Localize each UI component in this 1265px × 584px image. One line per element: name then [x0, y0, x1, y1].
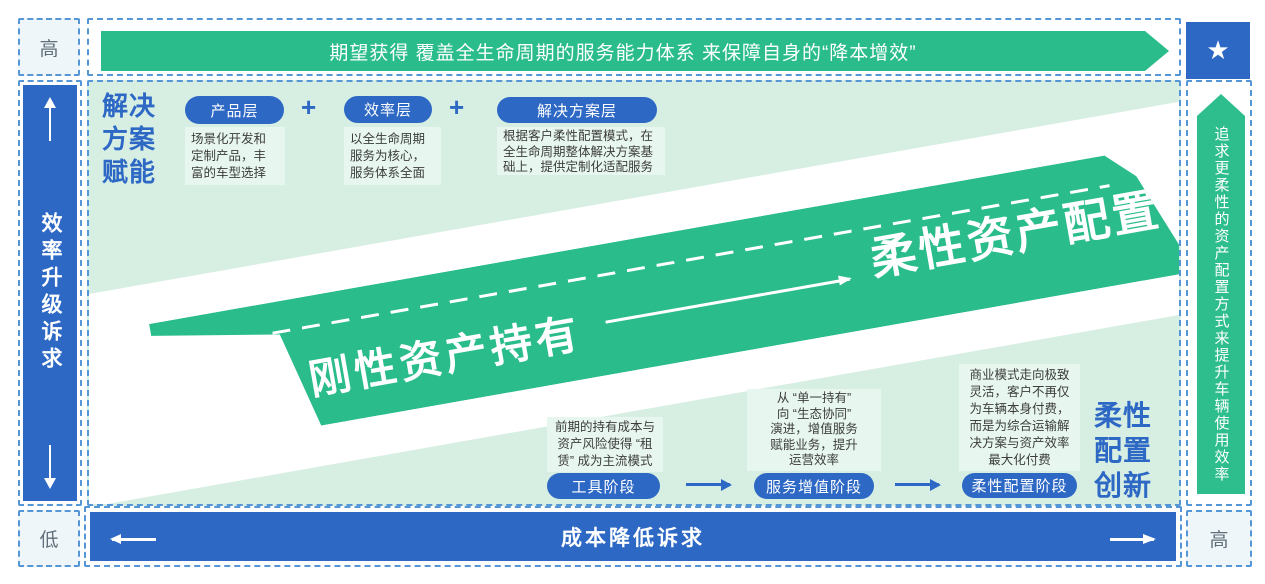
arrow-down-icon — [48, 445, 52, 487]
pill-stage-service: 服务增值阶段 — [754, 473, 874, 499]
stage-arrow-icon-2 — [895, 483, 939, 486]
ribbon-arrow-icon — [605, 278, 850, 324]
desc-stage-tool: 前期的持有成本与 资产风险使得 “租 赁” 成为主流模式 — [547, 417, 663, 472]
pill-efficiency-layer: 效率层 — [344, 96, 432, 123]
solution-title: 解决 方案 赋能 — [102, 91, 157, 187]
left-axis-text: 效率升级诉求 — [39, 212, 62, 374]
desc-solution-layer: 根据客户柔性配置模式，在 全生命周期整体解决方案基 础上，提供定制化适配服务 — [497, 127, 665, 175]
top-banner-box: 期望获得 覆盖全生命周期的服务能力体系 来保障自身的“降本增效” — [87, 18, 1181, 76]
plus-icon-1: + — [301, 92, 317, 122]
top-banner-text: 期望获得 覆盖全生命周期的服务能力体系 来保障自身的“降本增效” — [329, 42, 917, 64]
right-axis-text: 追求更柔性的资产配置方式来提升车辆使用效率 — [1212, 126, 1230, 483]
pill-solution-layer-label: 解决方案层 — [536, 102, 617, 120]
pill-stage-tool-label: 工具阶段 — [571, 478, 636, 496]
arrow-left-icon — [112, 538, 156, 541]
arrow-right-icon — [1110, 538, 1154, 541]
label-high-2: 高 — [1209, 530, 1229, 551]
bottom-axis-box: 成本降低诉求 — [84, 506, 1182, 567]
axis-label-high-top-left: 高 — [18, 18, 80, 76]
right-axis-box: 追求更柔性的资产配置方式来提升车辆使用效率 — [1186, 80, 1252, 506]
desc-efficiency-layer: 以全生命周期 服务为核心， 服务体系全面 — [344, 127, 441, 185]
plus-icon-2: + — [449, 92, 465, 122]
pill-efficiency-layer-label: 效率层 — [363, 102, 412, 119]
left-axis-box: 效率升级诉求 — [18, 80, 82, 506]
pill-product-layer: 产品层 — [185, 96, 284, 124]
pill-solution-layer: 解决方案层 — [497, 97, 657, 123]
pill-stage-flexible-label: 柔性配置阶段 — [971, 478, 1068, 495]
desc-stage-service: 从 “单一持有” 向 “生态协同” 演进，增值服务 赋能业务，提升 运营效率 — [747, 389, 881, 471]
desc-product-layer: 场景化开发和 定制产品，丰 富的车型选择 — [185, 127, 285, 185]
pill-stage-tool: 工具阶段 — [547, 473, 660, 499]
pill-stage-service-label: 服务增值阶段 — [765, 478, 862, 496]
desc-stage-flexible: 商业模式走向极致 灵活，客户不再仅 为车辆本身付费， 而是为综合运输解 决方案与… — [959, 364, 1080, 471]
label-low: 低 — [39, 530, 59, 551]
left-axis-bar: 效率升级诉求 — [23, 85, 77, 501]
star-icon: ★ — [1206, 35, 1230, 65]
top-banner-arrow: 期望获得 覆盖全生命周期的服务能力体系 来保障自身的“降本增效” — [101, 31, 1169, 71]
arrow-up-icon — [48, 99, 52, 141]
pill-stage-flexible: 柔性配置阶段 — [962, 473, 1077, 498]
innovation-title: 柔性 配置 创新 — [1094, 400, 1153, 501]
star-box: ★ — [1186, 22, 1250, 79]
main-panel: 刚性资产持有 柔性资产配置 解决 方案 赋能 产品层 场景化开发和 定制产品，丰… — [87, 80, 1181, 506]
axis-label-low-bottom-left: 低 — [18, 510, 80, 567]
stage-arrow-icon-1 — [686, 483, 730, 486]
right-axis-bar: 追求更柔性的资产配置方式来提升车辆使用效率 — [1197, 94, 1245, 494]
label-high: 高 — [39, 38, 59, 60]
bottom-axis-bar: 成本降低诉求 — [90, 512, 1176, 561]
ribbon-flexible-text: 柔性资产配置 — [866, 183, 1165, 286]
pill-product-layer-label: 产品层 — [210, 102, 259, 120]
axis-label-high-bottom-right: 高 — [1186, 510, 1252, 567]
bottom-axis-text: 成本降低诉求 — [561, 526, 705, 550]
